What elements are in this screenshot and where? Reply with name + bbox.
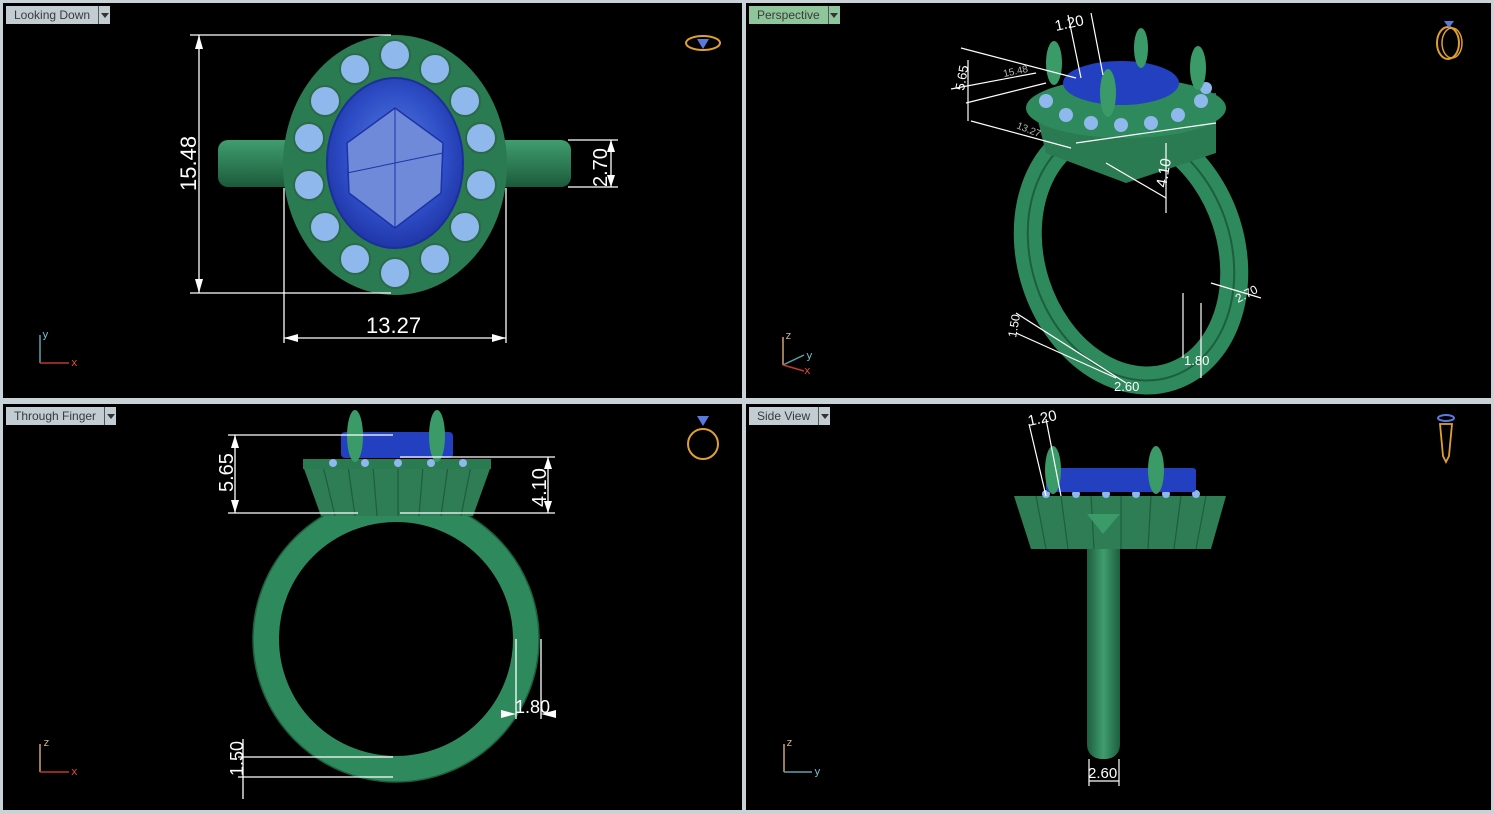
viewport-label-perspective[interactable]: Perspective <box>749 6 840 24</box>
viewport-side-view[interactable]: 1.20 2.60 z y Side View <box>746 404 1491 810</box>
viewport-label-side-view[interactable]: Side View <box>749 407 831 425</box>
svg-text:5.65: 5.65 <box>216 453 238 492</box>
ring-perspective-view: 1.20 5.65 15.48 13.27 4.10 1.50 2.60 1.8… <box>782 12 1262 395</box>
svg-text:z: z <box>43 736 50 749</box>
viewport-menu-dropdown[interactable] <box>827 6 840 24</box>
svg-text:2.70: 2.70 <box>590 148 612 187</box>
svg-text:5.65: 5.65 <box>952 64 971 92</box>
axis-indicator: z y x <box>782 329 813 377</box>
svg-text:z: z <box>785 329 792 342</box>
ring-top-view: 15.48 13.27 2.70 y x <box>39 34 618 369</box>
svg-text:x: x <box>804 364 811 377</box>
chevron-down-icon <box>830 12 839 18</box>
svg-text:4.10: 4.10 <box>1153 157 1175 189</box>
svg-text:1.20: 1.20 <box>1053 12 1085 35</box>
viewport-through-finger[interactable]: 5.65 4.10 1.80 1.50 z x Through Finger <box>3 404 742 810</box>
svg-text:15.48: 15.48 <box>176 136 201 191</box>
svg-text:x: x <box>71 765 78 778</box>
ring-top-view-icon <box>685 35 721 51</box>
svg-text:1.80: 1.80 <box>1184 353 1209 368</box>
svg-text:z: z <box>786 736 793 749</box>
svg-text:1.50: 1.50 <box>227 741 247 776</box>
svg-text:y: y <box>806 349 813 362</box>
viewport-looking-down[interactable]: 15.48 13.27 2.70 y x Looking Down <box>3 3 742 398</box>
ring-side-view: 1.20 2.60 z y <box>783 407 1226 786</box>
svg-text:4.10: 4.10 <box>529 468 551 507</box>
chevron-down-icon <box>100 12 109 18</box>
svg-text:1.80: 1.80 <box>515 697 550 717</box>
svg-text:1.20: 1.20 <box>1026 407 1058 430</box>
svg-text:1.50: 1.50 <box>1005 313 1023 339</box>
svg-text:y: y <box>42 328 49 341</box>
svg-text:2.60: 2.60 <box>1114 379 1139 394</box>
svg-text:13.27: 13.27 <box>1015 121 1043 141</box>
ring-perspective-icon <box>1436 21 1463 60</box>
viewport-menu-dropdown[interactable] <box>818 407 831 425</box>
ring-front-icon <box>687 416 719 460</box>
chevron-down-icon <box>106 413 115 419</box>
axis-indicator: y x <box>39 328 78 369</box>
viewport-menu-dropdown[interactable] <box>104 407 117 425</box>
axis-indicator: z x <box>39 736 78 778</box>
axis-indicator: z y <box>783 736 821 778</box>
viewport-label-looking-down[interactable]: Looking Down <box>6 6 111 24</box>
svg-text:2.60: 2.60 <box>1088 765 1117 782</box>
chevron-down-icon <box>820 413 829 419</box>
svg-text:13.27: 13.27 <box>366 313 421 338</box>
svg-text:15.48: 15.48 <box>1002 64 1029 80</box>
viewport-menu-dropdown[interactable] <box>98 6 111 24</box>
viewport-perspective[interactable]: 1.20 5.65 15.48 13.27 4.10 1.50 2.60 1.8… <box>746 3 1491 398</box>
svg-text:x: x <box>71 356 78 369</box>
ring-front-view: 5.65 4.10 1.80 1.50 z x <box>39 410 556 799</box>
ring-side-icon <box>1437 414 1455 465</box>
viewport-label-through-finger[interactable]: Through Finger <box>6 407 117 425</box>
svg-text:y: y <box>814 765 821 778</box>
